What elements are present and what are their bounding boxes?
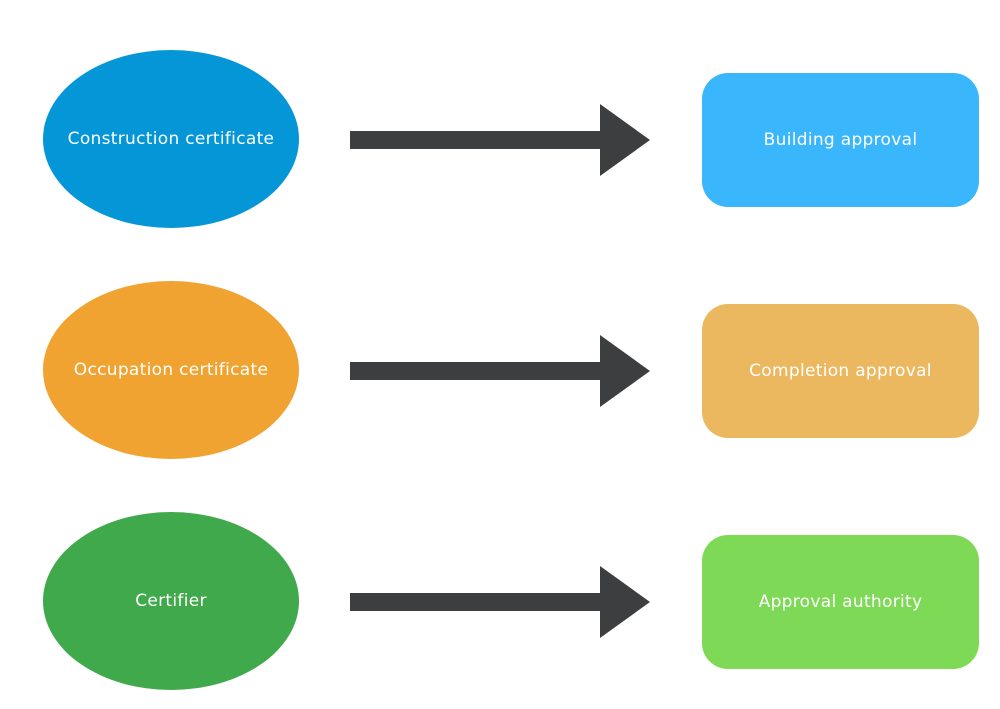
- right-arrow-icon: [350, 104, 650, 176]
- source-ellipse: Construction certificate: [43, 50, 299, 228]
- mapping-row: Occupation certificate Completion approv…: [0, 281, 1000, 461]
- source-label: Occupation certificate: [73, 360, 269, 380]
- target-box: Building approval: [702, 73, 979, 207]
- source-label: Certifier: [135, 591, 207, 611]
- target-label: Completion approval: [749, 361, 932, 381]
- source-ellipse: Certifier: [43, 512, 299, 690]
- mapping-row: Certifier Approval authority: [0, 512, 1000, 692]
- mapping-row: Construction certificate Building approv…: [0, 50, 1000, 230]
- target-label: Approval authority: [758, 592, 923, 612]
- target-label: Building approval: [763, 130, 918, 150]
- right-arrow-icon: [350, 335, 650, 407]
- right-arrow-icon: [350, 566, 650, 638]
- target-box: Completion approval: [702, 304, 979, 438]
- target-box: Approval authority: [702, 535, 979, 669]
- source-ellipse: Occupation certificate: [43, 281, 299, 459]
- source-label: Construction certificate: [67, 129, 275, 149]
